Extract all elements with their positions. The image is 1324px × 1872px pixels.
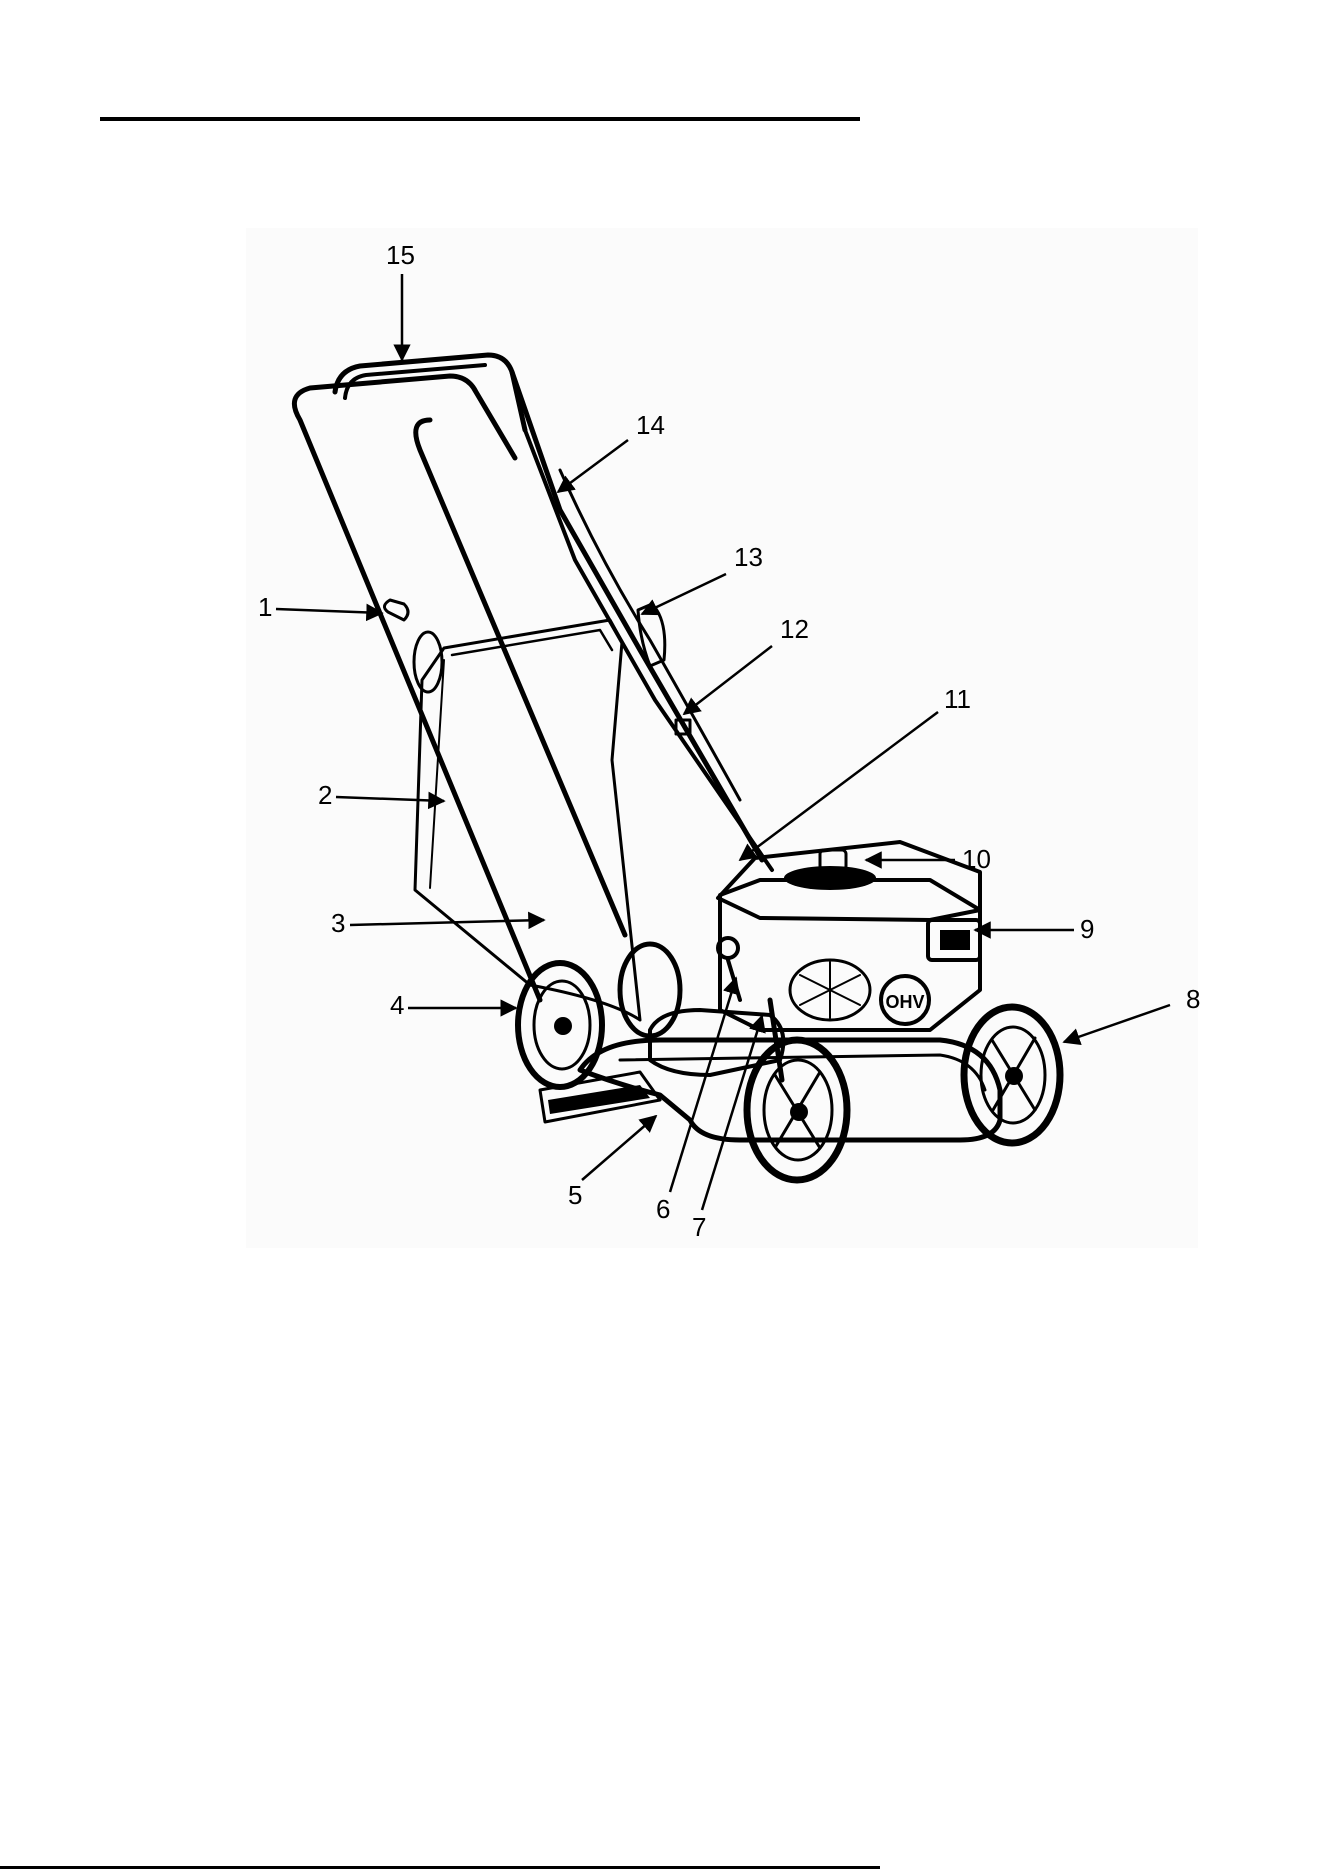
callout-arrow-8 xyxy=(1064,1005,1170,1042)
callout-number-3: 3 xyxy=(331,908,345,938)
engine: OHV xyxy=(718,842,980,1080)
control-cable xyxy=(560,470,740,800)
callout-14: 14 xyxy=(558,410,665,492)
callout-11: 11 xyxy=(740,684,971,860)
callout-number-1: 1 xyxy=(258,592,272,622)
callout-number-2: 2 xyxy=(318,780,332,810)
callout-arrow-5 xyxy=(582,1116,656,1180)
pivot-knob xyxy=(414,632,442,692)
callout-4: 4 xyxy=(390,990,516,1020)
callout-number-15: 15 xyxy=(386,240,415,270)
callout-number-6: 6 xyxy=(656,1194,670,1224)
mower-illustration: OHV xyxy=(294,355,1060,1180)
callout-number-11: 11 xyxy=(944,684,971,714)
rear-wheel-left xyxy=(518,963,602,1087)
callout-arrow-11 xyxy=(740,712,938,860)
callout-number-8: 8 xyxy=(1186,984,1200,1014)
callout-8: 8 xyxy=(1064,984,1200,1042)
callout-number-13: 13 xyxy=(734,542,763,572)
callout-10: 10 xyxy=(866,844,991,874)
callout-9: 9 xyxy=(975,914,1094,944)
callout-arrow-1 xyxy=(276,609,382,613)
callout-arrow-7 xyxy=(702,1016,762,1210)
callout-1: 1 xyxy=(258,592,382,622)
callout-arrow-3 xyxy=(350,920,544,925)
handle-knob-left xyxy=(384,600,408,620)
callout-2: 2 xyxy=(318,780,444,810)
front-wheel-left xyxy=(747,1040,847,1180)
callout-arrow-13 xyxy=(642,574,726,614)
callout-arrow-14 xyxy=(558,440,628,492)
rear-wheel-right xyxy=(620,944,680,1036)
callout-number-4: 4 xyxy=(390,990,404,1020)
callout-number-5: 5 xyxy=(568,1180,582,1210)
grass-bag xyxy=(415,620,640,1020)
callout-number-10: 10 xyxy=(962,844,991,874)
callout-number-7: 7 xyxy=(692,1212,706,1242)
callout-arrow-2 xyxy=(336,797,444,801)
callout-15: 15 xyxy=(386,240,415,360)
callout-number-12: 12 xyxy=(780,614,809,644)
callout-12: 12 xyxy=(684,614,809,714)
callout-5: 5 xyxy=(568,1116,656,1210)
callout-arrow-12 xyxy=(684,646,772,714)
callout-number-14: 14 xyxy=(636,410,665,440)
engine-badge-text: OHV xyxy=(885,992,924,1012)
handle-outer xyxy=(294,376,540,1000)
callout-13: 13 xyxy=(642,542,763,614)
callout-number-9: 9 xyxy=(1080,914,1094,944)
